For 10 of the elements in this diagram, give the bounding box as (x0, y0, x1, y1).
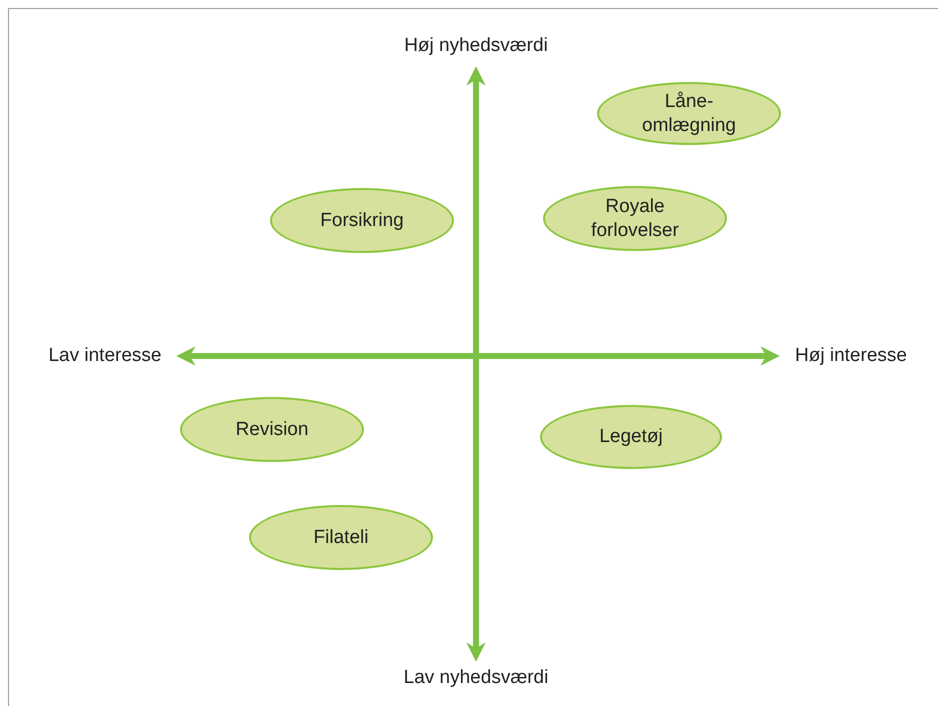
axis-label: Lav interesse (47, 344, 162, 368)
category-ellipse: Revision (180, 397, 364, 462)
category-ellipse: Royale forlovelser (543, 186, 727, 251)
category-ellipse: Legetøj (540, 405, 722, 469)
category-ellipse: Filateli (249, 505, 433, 570)
axis-label: Høj interesse (794, 344, 908, 368)
axis-label: Lav nyhedsværdi (402, 666, 550, 690)
axis-label: Høj nyhedsværdi (403, 34, 549, 58)
category-ellipse: Forsikring (270, 188, 454, 253)
category-ellipse: Låne-omlægning (597, 82, 781, 145)
